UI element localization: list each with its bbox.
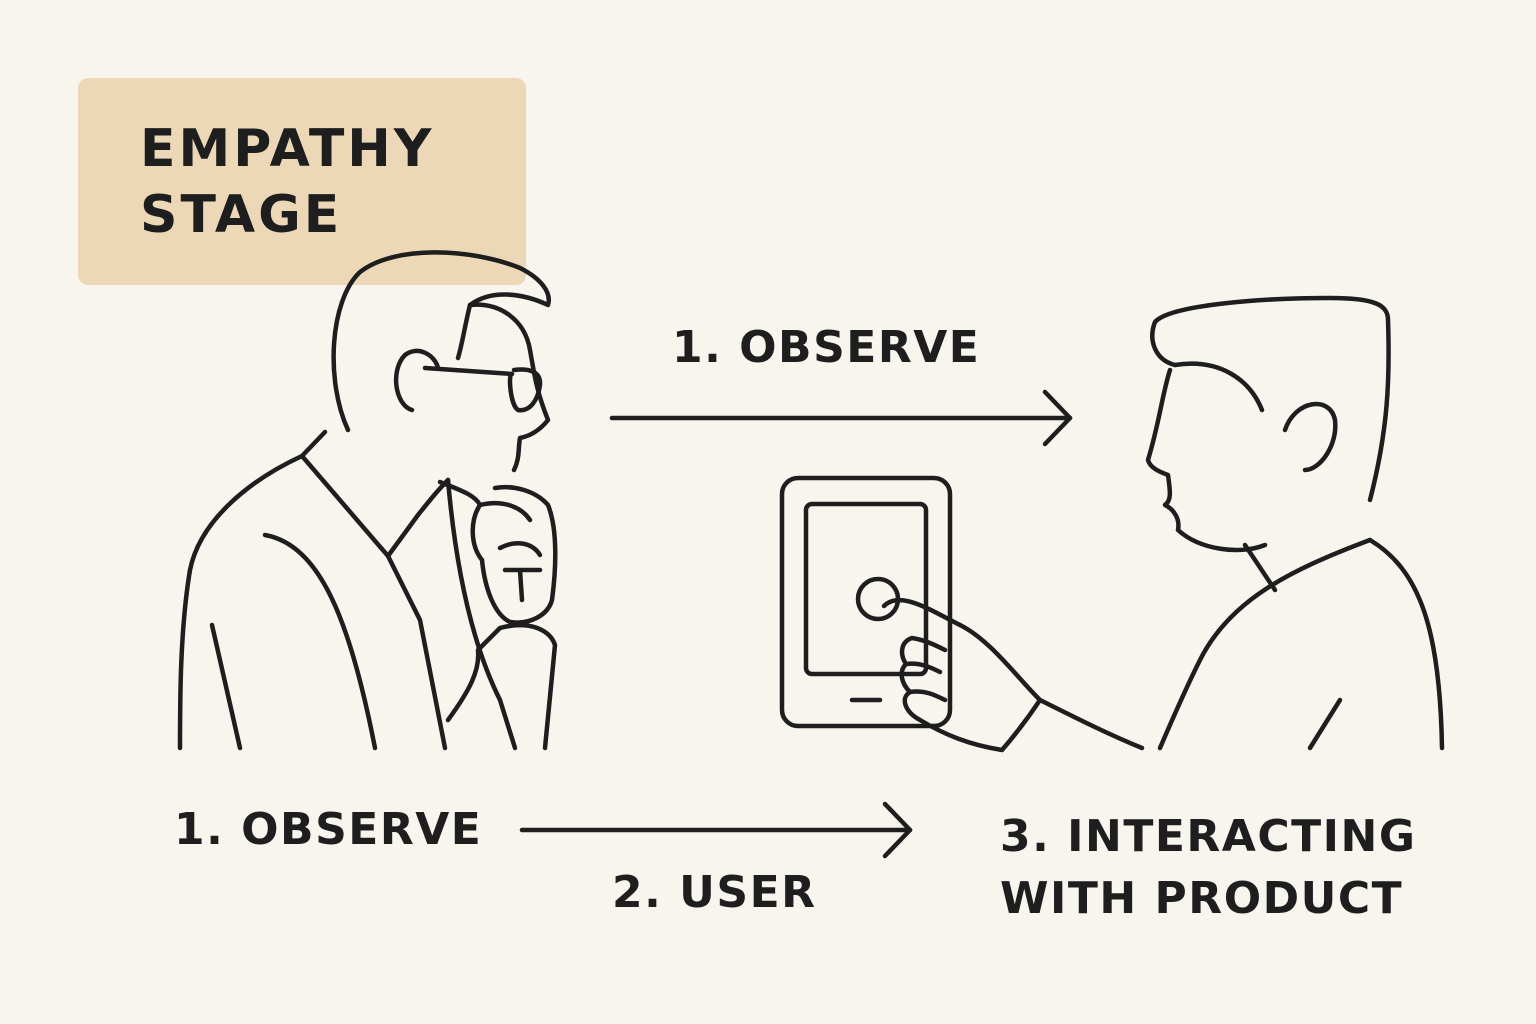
observer-arm bbox=[445, 622, 558, 751]
user-forearm bbox=[1037, 697, 1145, 751]
stage-title-line-2: STAGE bbox=[140, 185, 343, 245]
label-user: 2. USER bbox=[612, 867, 817, 918]
label-interacting-line-2: WITH PRODUCT bbox=[1000, 873, 1404, 924]
arrow-right-icon-top bbox=[609, 389, 1073, 447]
hand-index-finger bbox=[881, 597, 963, 628]
observer-glasses bbox=[422, 365, 543, 413]
observer-ear bbox=[393, 348, 441, 413]
observer-thumb bbox=[502, 567, 543, 603]
observer-finger-1 bbox=[477, 500, 533, 523]
observer-body-line-3 bbox=[445, 477, 518, 751]
observer-face bbox=[467, 302, 551, 473]
user-hair-inner bbox=[1172, 361, 1265, 413]
user-icon bbox=[1037, 295, 1445, 751]
user-neck bbox=[1242, 542, 1278, 593]
stage-title: EMPATHY STAGE bbox=[140, 116, 480, 248]
label-top-observe: 1. OBSERVE bbox=[672, 322, 981, 373]
tablet-screen bbox=[803, 501, 929, 677]
observer-tie-line bbox=[385, 553, 448, 751]
user-shoulder bbox=[1157, 537, 1373, 751]
user-ear bbox=[1282, 401, 1338, 473]
arrow-right-icon-bottom bbox=[519, 801, 913, 859]
pointing-hand-icon bbox=[881, 597, 1043, 753]
stage-title-line-1: EMPATHY bbox=[140, 119, 435, 179]
user-face bbox=[1145, 367, 1268, 553]
observer-finger-2 bbox=[497, 541, 543, 558]
user-arm-line bbox=[1307, 697, 1343, 751]
hand-palm bbox=[899, 622, 1043, 753]
observer-shoulder bbox=[177, 453, 305, 751]
hand-finger-lines bbox=[903, 661, 948, 703]
tablet-body bbox=[779, 475, 953, 729]
observer-body-line-1 bbox=[262, 532, 378, 751]
label-interacting: 3. INTERACTING WITH PRODUCT bbox=[1000, 806, 1416, 930]
user-hair bbox=[1150, 295, 1391, 503]
label-bottom-observe: 1. OBSERVE bbox=[174, 804, 483, 855]
observer-body-line-2 bbox=[209, 622, 243, 751]
user-back bbox=[1367, 537, 1445, 751]
label-interacting-line-1: 3. INTERACTING bbox=[1000, 811, 1417, 862]
observer-icon bbox=[177, 250, 558, 751]
observer-collar bbox=[299, 429, 421, 559]
observer-hair bbox=[331, 250, 551, 433]
stage-box bbox=[78, 78, 526, 285]
tablet-icon bbox=[779, 475, 953, 729]
